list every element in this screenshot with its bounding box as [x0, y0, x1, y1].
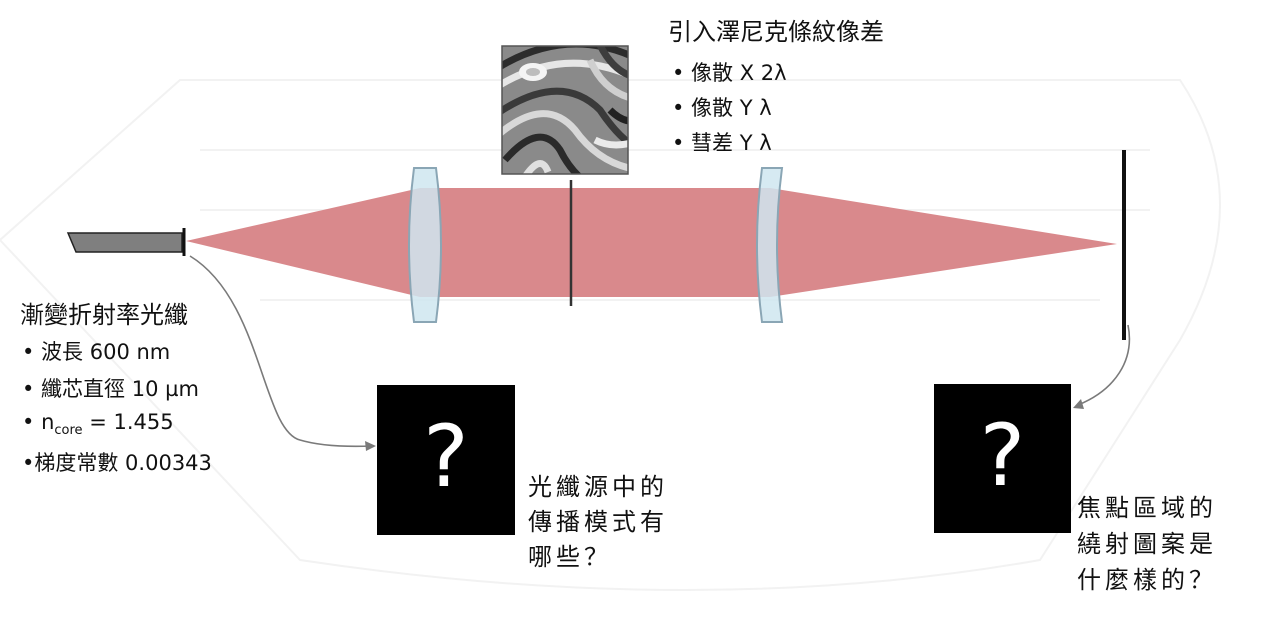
fiber-title: 漸變折射率光纖 [20, 301, 188, 329]
light-beam-collimated [420, 188, 770, 297]
question-mark-icon: ? [979, 406, 1026, 506]
ncore-subscript: core [54, 423, 83, 439]
phase-map-image [502, 46, 628, 174]
focal-pattern-question-box: ? [934, 384, 1071, 533]
left-callout-arrow [189, 255, 373, 448]
optical-fiber [66, 232, 183, 253]
fiber-wavelength: • 波長 600 nm [22, 340, 171, 364]
phase-map-frame [501, 45, 629, 175]
ncore-value: = 1.455 [82, 410, 174, 434]
aberration-title: 引入澤尼克條紋像差 [668, 18, 884, 46]
light-beam-focused [770, 188, 1117, 297]
focal-pattern-question-line-3: 什麼樣的？ [1077, 566, 1217, 594]
fiber-ncore: • ncore = 1.455 [22, 410, 174, 438]
aberration-astig-y: • 像散 Y λ [672, 96, 772, 120]
question-mark-icon: ? [423, 407, 469, 507]
aberration-astig-x: • 像散 X 2λ [672, 61, 787, 85]
fiber-mode-question-line-2: 傳播模式有 [528, 508, 668, 536]
left-callout-arrowhead [365, 441, 376, 451]
focal-pattern-question-line-2: 繞射圖案是 [1077, 530, 1217, 558]
fiber-core-diameter: • 纖芯直徑 10 µm [22, 377, 199, 401]
focal-pattern-question-line-1: 焦點區域的 [1077, 494, 1217, 522]
collimating-lens [408, 167, 442, 323]
fiber-mode-question-line-3: 哪些？ [528, 543, 612, 571]
light-beam [186, 188, 440, 297]
focusing-lens [756, 167, 784, 323]
right-callout-arrowhead [1073, 399, 1084, 409]
fiber-mode-question-line-1: 光纖源中的 [528, 473, 668, 501]
aberration-coma-y: • 彗差 Y λ [672, 131, 772, 155]
ncore-bullet: • [22, 410, 42, 434]
fiber-mode-question-box: ? [377, 385, 515, 535]
right-callout-arrow [1077, 324, 1131, 406]
ncore-symbol: n [41, 410, 55, 434]
fiber-gradient-constant: •梯度常數 0.00343 [22, 451, 212, 475]
